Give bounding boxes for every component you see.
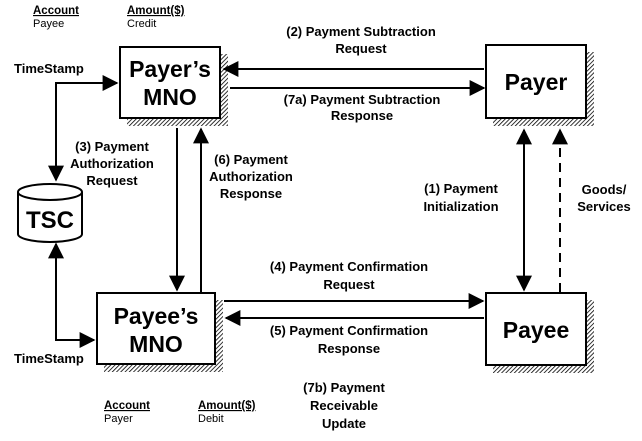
payee-rect (485, 292, 587, 366)
step-6-line2: Authorization (209, 169, 293, 184)
step-3-line1: (3) Payment (75, 139, 149, 154)
payer-mno-shadow-bottom (127, 118, 227, 126)
payee-mno-rect (96, 292, 216, 365)
payer-mno-label-line2: MNO (143, 84, 197, 110)
step-1-label: (1) Payment Initialization (423, 181, 498, 214)
ledger-top-account-header: Account (33, 5, 79, 17)
step-7a-label: (7a) Payment Subtraction Response (284, 92, 441, 123)
payer-mno-shadow-right (220, 54, 228, 126)
step-1-line2: Initialization (423, 199, 498, 214)
step-6-label: (6) Payment Authorization Response (209, 152, 293, 201)
arrow-timestamp-top (48, 75, 119, 182)
ledger-bottom-account-header: Account (104, 400, 150, 412)
tsc-label: TSC (26, 207, 74, 234)
tsc-cylinder: TSC (17, 183, 83, 243)
step-4-line1: (4) Payment Confirmation (270, 259, 428, 274)
payer-mno-rect (119, 46, 221, 119)
payee-label: Payee (503, 317, 570, 343)
step-5-line1: (5) Payment Confirmation (270, 323, 428, 338)
step-7b-line1: (7b) Payment (303, 380, 385, 395)
arrow-timestamp-bottom (48, 242, 96, 348)
ledger-top: Account Amount($) Payee Credit (33, 5, 185, 30)
payer-shadow-right (586, 52, 594, 126)
ledger-bottom-account-value: Payer (104, 413, 133, 425)
step-7b-label: (7b) Payment Receivable Update (303, 380, 385, 431)
payer-label: Payer (505, 69, 568, 95)
timestamp-top-label: TimeStamp (14, 61, 84, 76)
goods-line1: Goods/ (582, 182, 627, 197)
step-2-line2: Request (335, 41, 387, 56)
ledger-bottom-amount-value: Debit (198, 413, 224, 425)
step-4-label: (4) Payment Confirmation Request (270, 259, 428, 292)
step-7a-line1: (7a) Payment Subtraction (284, 92, 441, 107)
step-6-line3: Response (220, 186, 282, 201)
payer-box: Payer (485, 44, 594, 126)
step-5-line2: Response (318, 341, 380, 356)
step-3-line3: Request (86, 173, 138, 188)
goods-services-label: Goods/ Services (577, 182, 631, 214)
payee-box: Payee (485, 292, 594, 373)
payee-mno-shadow-bottom (104, 364, 222, 372)
step-1-line1: (1) Payment (424, 181, 498, 196)
step-3-label: (3) Payment Authorization Request (70, 139, 154, 188)
payer-mno-box: Payer’s MNO (119, 46, 228, 126)
step-2-line1: (2) Payment Subtraction (286, 24, 436, 39)
step-4-line2: Request (323, 277, 375, 292)
payer-shadow-bottom (493, 118, 593, 126)
payee-shadow-right (586, 300, 594, 373)
payee-mno-box: Payee’s MNO (96, 292, 223, 372)
ledger-bottom: Account Amount($) Payer Debit (104, 400, 256, 425)
step-2-label: (2) Payment Subtraction Request (286, 24, 436, 56)
ledger-top-account-value: Payee (33, 18, 64, 30)
ledger-top-amount-value: Credit (127, 18, 156, 30)
timestamp-bottom-label: TimeStamp (14, 351, 84, 366)
step-7b-line2: Receivable (310, 398, 378, 413)
payee-mno-shadow-right (215, 300, 223, 372)
ledger-top-amount-header: Amount($) (127, 5, 185, 17)
step-3-line2: Authorization (70, 156, 154, 171)
step-7b-line3: Update (322, 416, 366, 431)
payee-mno-label-line1: Payee’s (114, 303, 199, 329)
step-5-label: (5) Payment Confirmation Response (270, 323, 428, 356)
payee-mno-label-line2: MNO (129, 331, 183, 357)
goods-line2: Services (577, 199, 631, 214)
payer-rect (485, 44, 587, 119)
step-6-line1: (6) Payment (214, 152, 288, 167)
ledger-bottom-amount-header: Amount($) (198, 400, 256, 412)
payer-mno-label-line1: Payer’s (129, 56, 211, 82)
payee-shadow-bottom (493, 365, 593, 373)
step-7a-line2: Response (331, 108, 393, 123)
